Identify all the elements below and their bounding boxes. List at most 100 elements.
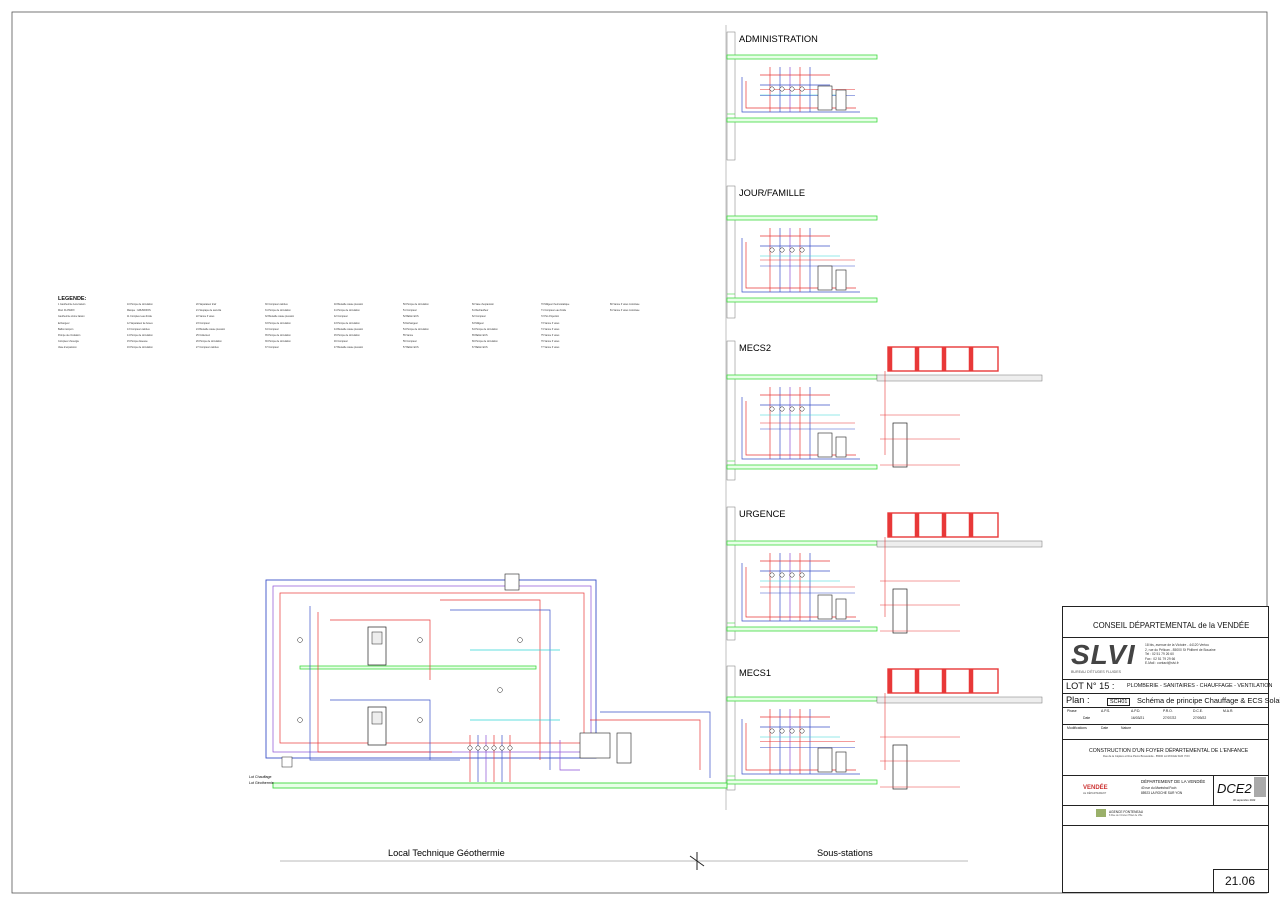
legend-item: 35 Pompe de circulation bbox=[265, 334, 291, 338]
modification-header: Modifications bbox=[1067, 726, 1087, 730]
radiator bbox=[968, 668, 974, 694]
phase-header: A.P.S. bbox=[1101, 709, 1111, 713]
pump bbox=[467, 745, 473, 751]
pump bbox=[417, 637, 423, 643]
pump bbox=[789, 247, 795, 253]
geothermal-loop bbox=[265, 579, 597, 759]
radiator bbox=[941, 512, 947, 538]
legend-item: Ballon tampon bbox=[58, 327, 74, 331]
slvi-logo: SLVI bbox=[1071, 639, 1136, 670]
legend-item: 24 Bouteille casse pression bbox=[196, 327, 226, 331]
floor-slab bbox=[726, 779, 878, 785]
sheet-number: 21.06 bbox=[1225, 874, 1256, 888]
legend-item: Pompe de circulation bbox=[58, 334, 81, 338]
legend-item: 54 Pompe de circulation bbox=[403, 327, 429, 331]
legend-item: 13 Compteur calories bbox=[127, 327, 150, 331]
legend-item: 70 Mitigeur thermostatique bbox=[541, 303, 570, 306]
legend-item: 53 Echangeur bbox=[403, 321, 418, 325]
pump bbox=[779, 728, 785, 734]
pipe bbox=[741, 77, 860, 113]
client-name: CONSEIL DÉPARTEMENTAL de la VENDÉE bbox=[1093, 621, 1250, 630]
pipe bbox=[590, 719, 701, 770]
radiator bbox=[887, 668, 893, 694]
architect-name: AGENCE FONTENEAU bbox=[1109, 810, 1144, 814]
legend-column: 40 Bouteille casse pression 41 Pompe de c… bbox=[334, 303, 398, 353]
pump bbox=[297, 717, 303, 723]
legend-item: 71 Compteur eau froide bbox=[541, 309, 567, 313]
legend-item: 41 Pompe de circulation bbox=[334, 309, 360, 313]
vendee-logo-sub: LE DÉPARTEMENT bbox=[1083, 792, 1107, 795]
modification-header: Date bbox=[1101, 726, 1109, 730]
legend-item: 81 Vanne 3 voies motorisée bbox=[610, 309, 640, 313]
storage-tank bbox=[892, 422, 908, 468]
phase-header: M.A.R. bbox=[1223, 709, 1234, 713]
legend-item: 76 Vanne 3 voies bbox=[541, 340, 560, 344]
valve bbox=[281, 756, 293, 768]
substation-administration: ADMINISTRATION bbox=[726, 31, 878, 161]
pump bbox=[799, 728, 805, 734]
legend-item: 40 Bouteille casse pression bbox=[334, 303, 364, 306]
heat-exchanger bbox=[835, 269, 847, 291]
substation-urgence: URGENCE bbox=[726, 506, 1043, 641]
legend-item: 72 Pot d'injection bbox=[541, 315, 560, 319]
legend-item: 64 Pompe de circulation bbox=[472, 327, 498, 331]
legend-item: 47 Bouteille casse pression bbox=[334, 346, 364, 350]
floor-slab bbox=[726, 626, 878, 632]
radiator bbox=[914, 346, 920, 372]
roof-slab bbox=[876, 374, 1043, 382]
legend-item: 30 Compteur calories bbox=[265, 303, 288, 306]
phase-date: 30 septembre 2022 bbox=[1233, 799, 1256, 802]
pump bbox=[789, 86, 795, 92]
pump bbox=[475, 745, 481, 751]
pump bbox=[769, 247, 775, 253]
phase-date-value: 16/03/21 bbox=[1131, 716, 1145, 720]
radiator bbox=[968, 512, 974, 538]
legend-item: Compteur d'énergie bbox=[58, 340, 79, 344]
legend-item: 61 Réchauffeur bbox=[472, 309, 489, 313]
storage-tank bbox=[817, 265, 833, 291]
legend-item: 32 Bouteille casse pression bbox=[265, 315, 295, 319]
legend-item: 51 Compteur bbox=[403, 309, 417, 313]
legend-item: 37 Compteur bbox=[265, 346, 279, 350]
pipe bbox=[741, 563, 860, 622]
plan-code: SCH01 bbox=[1107, 698, 1131, 706]
pipe bbox=[317, 612, 452, 753]
pump bbox=[491, 745, 497, 751]
zone-label: MECS1 bbox=[739, 668, 771, 678]
phase-header: Phase bbox=[1067, 709, 1077, 713]
building-wall bbox=[726, 185, 736, 319]
storage-tank bbox=[817, 747, 833, 773]
storage-tank bbox=[892, 588, 908, 634]
pump bbox=[789, 406, 795, 412]
substation-mecs2: MECS2 bbox=[726, 340, 1043, 481]
legend-item: 36 Pompe de circulation bbox=[265, 340, 291, 344]
storage-tank bbox=[817, 594, 833, 620]
project-subtitle: Rue de la Cépière et Rue Pierre Brossole… bbox=[1103, 755, 1190, 758]
legend-item: 66 Pompe de circulation bbox=[472, 340, 498, 344]
lot-description: PLOMBERIE - SANITAIRES - CHAUFFAGE - VEN… bbox=[1127, 683, 1273, 689]
plan-label: Plan : bbox=[1066, 695, 1090, 705]
legend-item: 20 Séparateur d'air bbox=[196, 303, 217, 306]
heat-exchanger bbox=[835, 89, 847, 111]
legend-title: LEGENDE: bbox=[58, 296, 87, 302]
floor-slab bbox=[272, 782, 728, 789]
legend-item: 75 Vanne 3 voies bbox=[541, 334, 560, 338]
legend-item: 62 Compteur bbox=[472, 315, 486, 319]
pipe bbox=[440, 599, 541, 760]
legend-item: 34 Compteur bbox=[265, 327, 279, 331]
substation-mecs1: MECS1 bbox=[726, 665, 1043, 791]
radiator bbox=[941, 668, 947, 694]
legend-item: 21 Soupape de sécurité bbox=[196, 309, 222, 313]
pipe bbox=[330, 699, 431, 760]
dept-city: 85923 LA ROCHE SUR YON bbox=[1141, 791, 1183, 795]
phase-header: P.R.O. bbox=[1163, 709, 1173, 713]
pump bbox=[483, 745, 489, 751]
legend-item: 44 Bouteille casse pression bbox=[334, 327, 364, 331]
legend-item: 67 Ballon ECS bbox=[472, 346, 488, 350]
phase-header: A.P.D. bbox=[1131, 709, 1141, 713]
